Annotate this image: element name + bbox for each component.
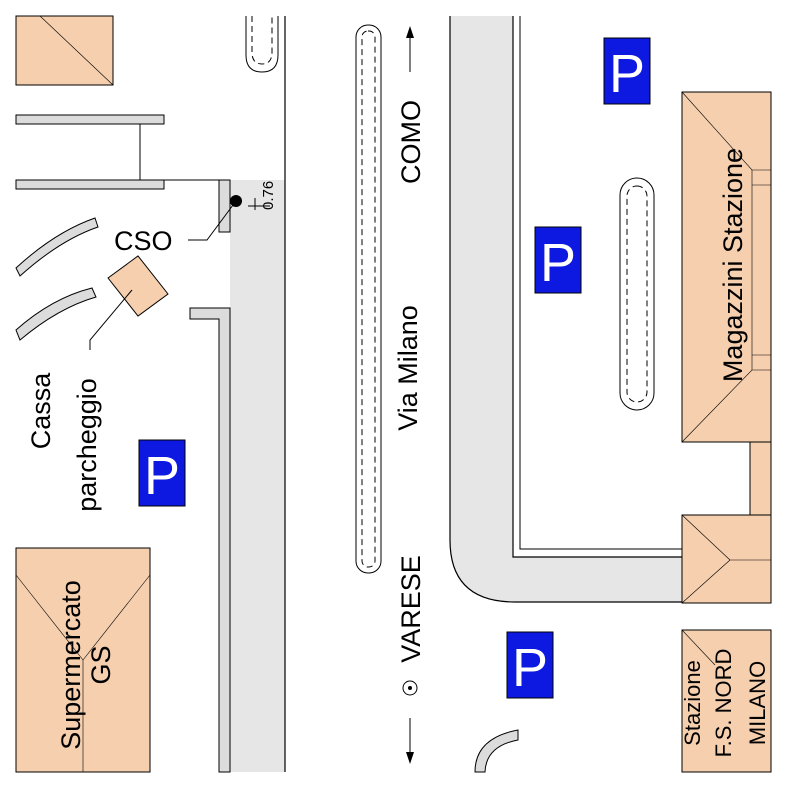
parking-sign-icon: P: [506, 631, 554, 699]
cassa-label: Cassa: [26, 372, 56, 450]
sidewalk-left: [230, 180, 285, 772]
parking-sign-label: P: [609, 44, 645, 104]
curved-barrier-2: [15, 287, 97, 341]
parking-sign-icon: P: [603, 37, 651, 105]
benchmark-icon: [402, 680, 418, 696]
supermercato-label-line1: Supermercato: [56, 580, 86, 750]
parking-sign-icon: P: [138, 439, 186, 507]
sidewalk-right: [450, 16, 682, 602]
building-connector: [749, 441, 772, 516]
cassa-leader: [89, 289, 133, 350]
stazione-label-line1: Stazione: [680, 660, 705, 746]
stazione-label-line2: F.S. NORD: [711, 649, 736, 758]
parking-sign-label: P: [512, 638, 548, 698]
parking-sign-label: P: [540, 233, 576, 293]
building-stazione: [681, 629, 772, 773]
manhole-point-icon: [230, 195, 242, 207]
arrow-up-icon: [406, 26, 414, 72]
magazzini-label: Magazzini Stazione: [718, 148, 748, 382]
arrow-down-icon: [406, 718, 414, 764]
structure-walls: [15, 114, 231, 773]
stazione-label-line3: MILANO: [745, 661, 770, 745]
building-magazzini: [681, 91, 772, 443]
traffic-island-centre: [355, 24, 382, 574]
curb-inner-right-2: [519, 16, 682, 550]
parking-sign-icon: P: [534, 226, 582, 294]
traffic-island-top: [245, 16, 279, 73]
direction-como-label: COMO: [396, 100, 426, 184]
building-supermercato: [15, 547, 151, 773]
building-station-block: [681, 514, 772, 604]
cassa-label-line1: Cassa: [26, 372, 56, 450]
traffic-island-right: [619, 177, 655, 411]
cso-label: CSO: [114, 226, 173, 256]
direction-varese-label: VARESE: [396, 555, 426, 663]
cassa-kiosk: [107, 255, 169, 317]
curved-barrier-1: [15, 217, 99, 277]
curb-bottom-right: [474, 729, 519, 773]
street-name-label: Via Milano: [393, 305, 423, 431]
cassa-label: parcheggio: [72, 378, 102, 512]
supermercato-label-line2: GS: [86, 645, 116, 684]
cassa-label-line2: parcheggio: [72, 378, 102, 512]
building-top-left: [15, 15, 114, 86]
road-edge-right: [449, 16, 682, 603]
parking-sign-label: P: [144, 446, 180, 506]
elevation-label: 0.76: [260, 181, 277, 210]
curb-inner-right: [512, 16, 682, 558]
elevation-marker: [248, 198, 270, 210]
cso-leader: [188, 200, 237, 241]
